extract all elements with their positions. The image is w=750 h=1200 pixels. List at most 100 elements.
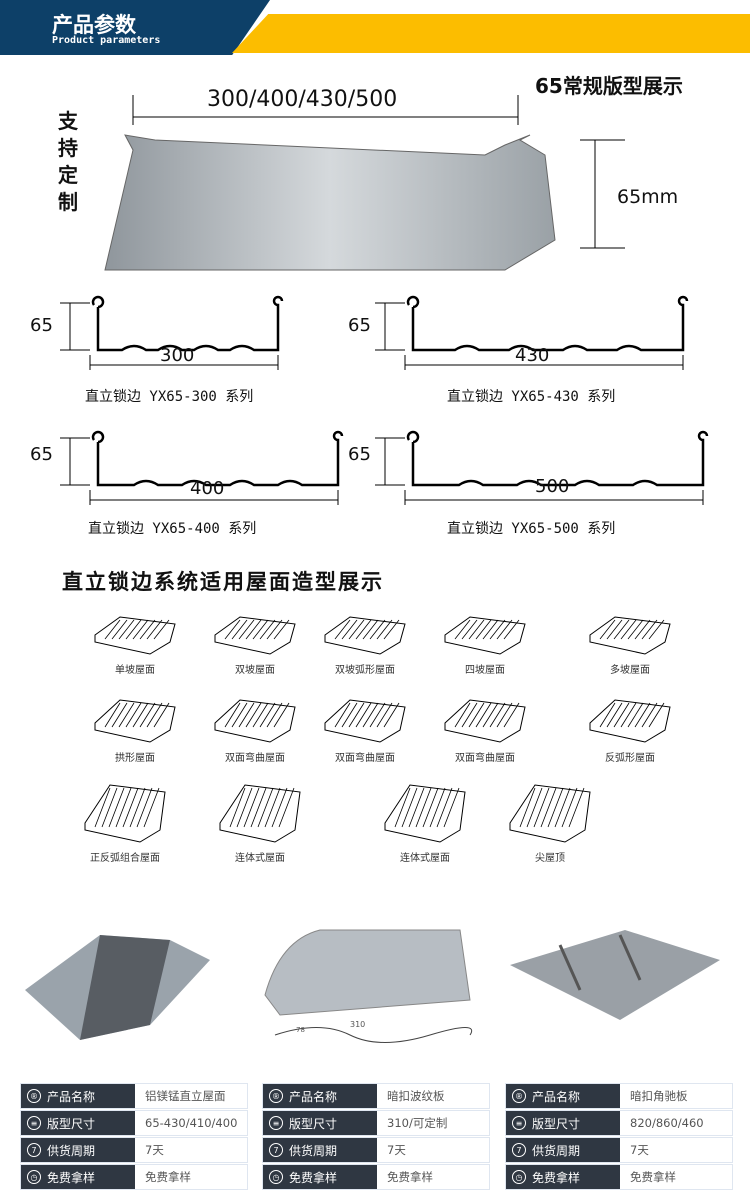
roof-type-label: 多坡屋面 — [610, 665, 650, 676]
spec-label: 版型尺寸 — [289, 1116, 338, 1131]
roof-type-item: 连体式屋面 — [340, 780, 510, 864]
roof-type-item: 单坡屋面 — [70, 612, 200, 676]
roof-type-label: 双坡弧形屋面 — [335, 665, 395, 676]
roof-shape-icon — [589, 699, 671, 743]
profile-height: 65 — [30, 315, 53, 336]
panel-illustration — [104, 95, 625, 271]
spec-row: ◷ 免费拿样 免费拿样 — [505, 1164, 733, 1190]
calendar-icon: 7 — [512, 1143, 526, 1157]
roof-type-label: 双面弯曲屋面 — [335, 753, 395, 764]
roof-type-item: 正反弧组合屋面 — [55, 780, 195, 864]
header-accent-bar — [232, 14, 750, 53]
database-icon: ≡ — [27, 1116, 41, 1130]
database-icon: ≡ — [269, 1116, 283, 1130]
spec-row: 7 供货周期 7天 — [505, 1137, 733, 1163]
roof-type-item: 拱形屋面 — [70, 695, 200, 764]
clock-icon: ◷ — [512, 1170, 526, 1184]
profile-height: 65 — [348, 315, 371, 336]
spec-row: ® 产品名称 暗扣波纹板 — [262, 1083, 490, 1109]
spec-value: 820/860/460 — [620, 1111, 732, 1135]
profile-caption: 直立锁边 YX65-430 系列 — [447, 389, 616, 405]
roof-type-label: 尖屋顶 — [535, 853, 565, 864]
spec-row: ® 产品名称 暗扣角驰板 — [505, 1083, 733, 1109]
roof-shape-icon — [444, 616, 526, 655]
spec-label: 产品名称 — [532, 1089, 581, 1104]
spec-label: 供货周期 — [289, 1143, 338, 1158]
hero-widths: 300/400/430/500 — [207, 87, 398, 112]
roof-shape-icon — [509, 784, 591, 843]
profile-caption: 直立锁边 YX65-400 系列 — [88, 521, 257, 537]
roof-type-label: 连体式屋面 — [400, 853, 450, 864]
roof-section-title: 直立锁边系统适用屋面造型展示 — [62, 570, 384, 594]
roof-type-label: 拱形屋面 — [115, 753, 155, 764]
profile-height: 65 — [30, 444, 53, 465]
hero-title: 65常规版型展示 — [535, 74, 683, 98]
calendar-icon: 7 — [27, 1143, 41, 1157]
header-subtitle: Product parameters — [52, 35, 161, 46]
spec-value: 7天 — [135, 1138, 247, 1162]
profile-width: 430 — [515, 345, 550, 366]
roof-type-item: 双坡屋面 — [190, 612, 320, 676]
profile-height: 65 — [348, 444, 371, 465]
photo-dimension: 78 — [296, 1026, 305, 1034]
spec-label: 供货周期 — [47, 1143, 96, 1158]
roof-type-item: 四坡屋面 — [420, 612, 550, 676]
clock-icon: ◷ — [269, 1170, 283, 1184]
roof-type-label: 双面弯曲屋面 — [455, 753, 515, 764]
profile-caption: 直立锁边 YX65-500 系列 — [447, 521, 616, 537]
profile-width: 300 — [160, 345, 195, 366]
profile-width: 500 — [535, 476, 570, 497]
roof-type-label: 双坡屋面 — [235, 665, 275, 676]
database-icon: ≡ — [512, 1116, 526, 1130]
registered-icon: ® — [27, 1089, 41, 1103]
spec-value: 暗扣波纹板 — [377, 1084, 489, 1108]
roof-shape-icon — [324, 616, 406, 655]
roof-type-item: 尖屋顶 — [480, 780, 620, 864]
spec-row: 7 供货周期 7天 — [20, 1137, 248, 1163]
roof-type-item: 双面弯曲屋面 — [190, 695, 320, 764]
spec-value: 65-430/410/400 — [135, 1111, 247, 1135]
roof-shape-icon — [94, 699, 176, 743]
profile-caption: 直立锁边 YX65-300 系列 — [85, 389, 254, 405]
spec-value: 暗扣角驰板 — [620, 1084, 732, 1108]
spec-row: ◷免费拿样免费拿样 — [20, 1164, 248, 1190]
spec-value: 免费拿样 — [135, 1165, 247, 1189]
spec-value: 7天 — [620, 1138, 732, 1162]
registered-icon: ® — [269, 1089, 283, 1103]
roof-shape-icon — [214, 616, 296, 655]
roof-shape-icon — [219, 784, 301, 843]
spec-value: 310/可定制 — [377, 1111, 489, 1135]
roof-type-item: 多坡屋面 — [565, 612, 695, 676]
spec-label: 免费拿样 — [532, 1170, 581, 1185]
spec-row: ◷ 免费拿样 免费拿样 — [262, 1164, 490, 1190]
spec-label: 产品名称 — [289, 1089, 338, 1104]
roof-type-label: 四坡屋面 — [465, 665, 505, 676]
roof-type-item: 反弧形屋面 — [565, 695, 695, 764]
spec-label: 产品名称 — [47, 1089, 96, 1104]
hero-height: 65mm — [617, 186, 679, 208]
spec-value: 7天 — [377, 1138, 489, 1162]
roof-type-label: 正反弧组合屋面 — [90, 853, 160, 864]
roof-type-item: 双面弯曲屋面 — [420, 695, 550, 764]
roof-shape-icon — [214, 699, 296, 743]
roof-type-item: 双面弯曲屋面 — [300, 695, 430, 764]
roof-shape-icon — [94, 616, 176, 655]
roof-shape-icon — [84, 784, 166, 843]
spec-label: 供货周期 — [532, 1143, 581, 1158]
product-photos — [25, 929, 720, 1043]
spec-row: ≡ 版型尺寸 310/可定制 — [262, 1110, 490, 1136]
spec-value: 免费拿样 — [620, 1165, 732, 1189]
roof-type-label: 单坡屋面 — [115, 665, 155, 676]
spec-label: 免费拿样 — [289, 1170, 338, 1185]
roof-shape-icon — [384, 784, 466, 843]
registered-icon: ® — [512, 1089, 526, 1103]
spec-value: 免费拿样 — [377, 1165, 489, 1189]
spec-row: ®产品名称铝镁锰直立屋面 — [20, 1083, 248, 1109]
photo-dimension: 310 — [350, 1020, 366, 1029]
header-banner — [0, 0, 270, 55]
profile-drawings — [60, 295, 709, 505]
clock-icon: ◷ — [27, 1170, 41, 1184]
